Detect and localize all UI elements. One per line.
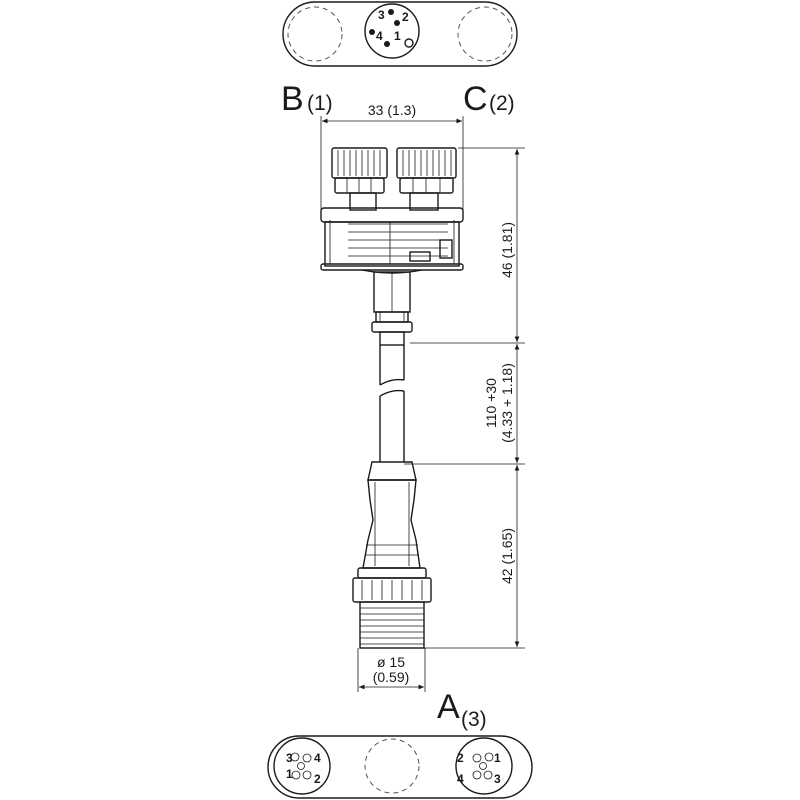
plug-a — [352, 461, 432, 649]
bl-pin-label-4: 4 — [314, 751, 321, 765]
bl-pin-label-1: 1 — [286, 767, 293, 781]
cable — [379, 345, 405, 462]
bottom-view: 3 4 1 2 2 1 4 3 — [267, 735, 533, 799]
connector-b-letter: B — [281, 80, 304, 118]
dim-height-splitter-text: 46 (1.81) — [499, 222, 515, 278]
dim-diameter-line1: ø 15 — [377, 654, 405, 670]
br-pin-label-2: 2 — [457, 751, 464, 765]
bottom-right-socket: 2 1 4 3 — [455, 737, 513, 795]
bottom-left-socket: 3 4 1 2 — [273, 737, 331, 795]
bottom-view-outline — [267, 735, 533, 799]
pin-hole-5 — [404, 38, 414, 48]
dim-cable-length-line2: (4.33 + 1.18) — [499, 363, 515, 443]
dim-height-plug-text: 42 (1.65) — [499, 528, 515, 584]
top-left-blank-circle — [287, 6, 343, 62]
dimension-width-top: 33 (1.3) — [320, 102, 464, 210]
dim-diameter-line2: (0.59) — [373, 669, 410, 685]
br-pin-label-3: 3 — [494, 772, 501, 786]
nut-b — [331, 147, 388, 211]
top-view-outline — [282, 1, 518, 67]
top-pin-label-3: 3 — [378, 8, 385, 22]
top-center-socket — [364, 3, 420, 59]
pin-dot-4 — [369, 29, 375, 35]
dim-width-top-text: 33 (1.3) — [368, 102, 416, 118]
bl-pin-label-3: 3 — [286, 751, 293, 765]
connector-c-letter: C — [463, 80, 488, 118]
br-pin-label-4: 4 — [457, 772, 464, 786]
cable-strain-relief — [371, 271, 413, 346]
top-pin-label-2: 2 — [402, 10, 409, 24]
top-view: 3 2 4 1 — [282, 1, 518, 67]
dimension-height-splitter: 46 (1.81) — [410, 147, 525, 344]
pin-dot-2 — [394, 20, 400, 26]
top-right-blank-circle — [457, 6, 513, 62]
dimension-diameter: ø 15 (0.59) — [357, 648, 426, 692]
splitter-body — [320, 207, 464, 274]
bl-pin-label-2: 2 — [314, 772, 321, 786]
top-pin-label-1: 1 — [394, 29, 401, 43]
connector-a-index: (3) — [461, 708, 487, 731]
connector-c-index: (2) — [489, 92, 515, 115]
dimension-height-plug: 42 (1.65) — [424, 465, 525, 649]
bottom-center-blank-circle — [364, 738, 420, 794]
pin-dot-1 — [384, 41, 390, 47]
top-pin-label-4: 4 — [376, 29, 383, 43]
connector-b-index: (1) — [307, 92, 333, 115]
br-pin-label-1: 1 — [494, 751, 501, 765]
dimension-cable-length: 110 +30 (4.33 + 1.18) — [404, 344, 525, 465]
pin-dot-3 — [388, 9, 394, 15]
connector-a-letter: A — [437, 688, 460, 726]
dim-cable-length-line1: 110 +30 — [483, 378, 499, 428]
nut-c — [396, 147, 457, 211]
